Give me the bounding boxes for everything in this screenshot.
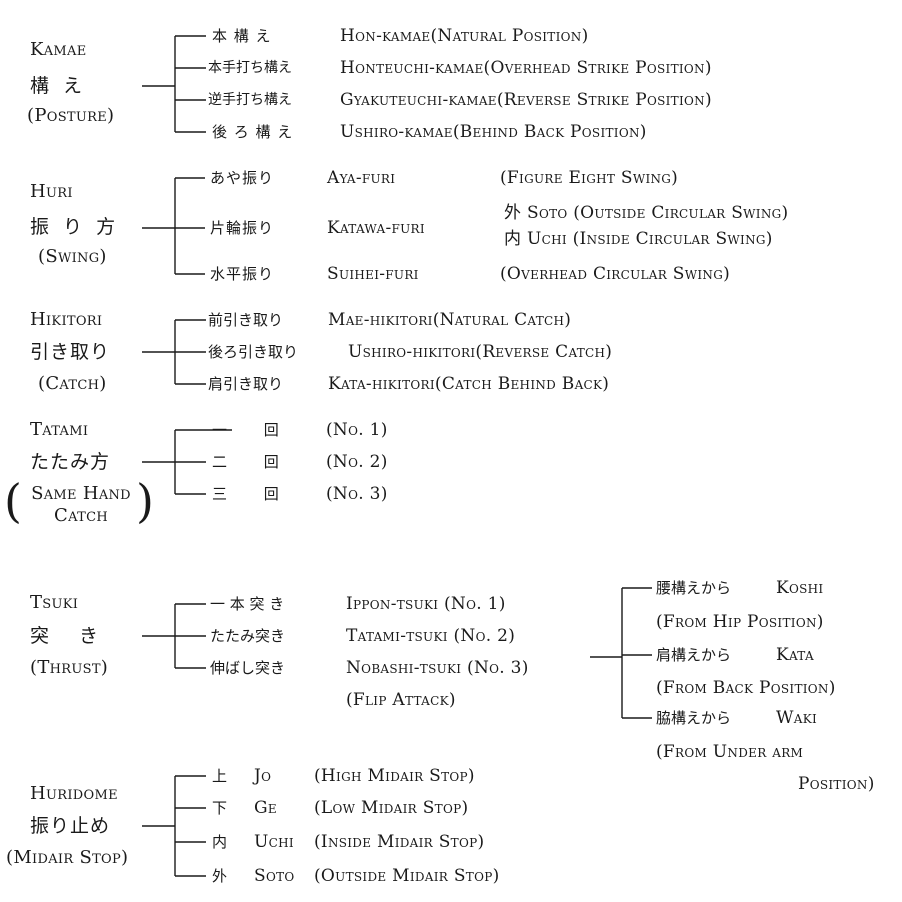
hikitori-item-2-ja: 後ろ引き取り: [208, 343, 299, 361]
tatami-item-1-en: (No. 1): [326, 420, 388, 440]
tsuki-item-3-ja: 伸ばし突き: [210, 659, 286, 677]
tsuki-sub-1-desc: (From Hip Position): [656, 612, 824, 632]
huri-title-ja: 振 り 方: [30, 216, 120, 238]
huridome-item-2-desc: (Low Midair Stop): [314, 798, 469, 818]
tsuki-sub-3-desc-1: (From Under arm: [656, 742, 804, 762]
hikitori-item-3-ja: 肩引き取り: [208, 375, 284, 393]
huri-title: Huri: [30, 181, 73, 202]
kamae-item-2-ja: 本手打ち構え: [208, 60, 292, 76]
hikitori-item-3-en: Kata-hikitori(Catch Behind Back): [328, 374, 610, 394]
kamae-subtitle: (Posture): [27, 105, 115, 126]
huri-item-3-ja: 水平振り: [210, 265, 275, 283]
huridome-item-4-desc: (Outside Midair Stop): [314, 866, 500, 886]
huridome-item-3-ja: 内: [212, 833, 229, 851]
tatami-item-3-en: (No. 3): [326, 484, 388, 504]
huri-item-1-ja: あや振り: [210, 169, 275, 187]
kamae-item-3-en: Gyakuteuchi-kamae(Reverse Strike Positio…: [340, 90, 712, 110]
huri-item-2-desc-uchi: 内 Uchi (Inside Circular Swing): [504, 229, 773, 249]
tsuki-item-1-ja: 一 本 突 き: [210, 595, 285, 613]
huridome-title: Huridome: [30, 783, 118, 804]
tsuki-sub-3-desc-2: Position): [798, 774, 875, 794]
huri-item-2-ja: 片輪振り: [210, 219, 275, 237]
hikitori-item-1-ja: 前引き取り: [208, 311, 284, 329]
tatami-subtitle-2: Catch: [54, 505, 108, 526]
kamae-item-4-en: Ushiro-kamae(Behind Back Position): [340, 122, 647, 142]
tsuki-sub-3-en: Waki: [776, 708, 818, 728]
huridome-item-2-en: Ge: [254, 798, 277, 818]
tatami-item-3-ja: 三 回: [212, 485, 280, 503]
huridome-title-ja: 振り止め: [30, 815, 111, 837]
kamae-title: Kamae: [30, 39, 87, 60]
tsuki-item-2-en: Tatami-tsuki (No. 2): [346, 626, 516, 646]
tatami-paren-close: ): [136, 474, 154, 528]
tatami-item-2-en: (No. 2): [326, 452, 388, 472]
hikitori-item-1-en: Mae-hikitori(Natural Catch): [328, 310, 572, 330]
hikitori-title-ja: 引き取り: [30, 341, 111, 363]
tsuki-subtitle: (Thrust): [30, 657, 109, 678]
huri-item-3-en: Suihei-furi: [327, 264, 419, 284]
tatami-paren-open: (: [4, 474, 22, 528]
tatami-item-1-ja: 一 回: [212, 421, 280, 439]
tsuki-item-2-ja: たたみ突き: [210, 627, 286, 645]
tatami-title-ja: たたみ方: [30, 451, 111, 473]
tsuki-sub-1-ja: 腰構えから: [656, 579, 732, 597]
tsuki-title-ja: 突 き: [30, 625, 111, 647]
tsuki-item-3-desc: (Flip Attack): [346, 690, 456, 710]
huridome-item-3-en: Uchi: [254, 832, 294, 852]
huridome-item-1-desc: (High Midair Stop): [314, 766, 475, 786]
huridome-item-1-ja: 上: [212, 767, 229, 785]
huridome-subtitle: (Midair Stop): [6, 847, 129, 868]
kamae-title-ja: 構 え: [30, 75, 87, 97]
tsuki-sub-3-ja: 脇構えから: [656, 709, 732, 727]
kamae-item-4-ja: 後 ろ 構 え: [212, 123, 294, 141]
huridome-item-4-ja: 外: [212, 867, 229, 885]
huri-item-2-en: Katawa-furi: [327, 218, 425, 238]
tsuki-sub-2-ja: 肩構えから: [656, 646, 732, 664]
tsuki-sub-1-en: Koshi: [776, 578, 824, 598]
huri-item-1-desc: (Figure Eight Swing): [500, 168, 679, 188]
hikitori-item-2-en: Ushiro-hikitori(Reverse Catch): [348, 342, 613, 362]
huridome-item-2-ja: 下: [212, 799, 229, 817]
kamae-item-1-en: Hon-kamae(Natural Position): [340, 26, 589, 46]
kamae-item-2-en: Honteuchi-kamae(Overhead Strike Position…: [340, 58, 712, 78]
huri-item-1-en: Aya-furi: [327, 168, 396, 188]
tatami-subtitle-1: Same Hand: [31, 483, 131, 504]
huridome-item-3-desc: (Inside Midair Stop): [314, 832, 485, 852]
huri-subtitle: (Swing): [38, 246, 107, 267]
tsuki-item-3-en: Nobashi-tsuki (No. 3): [346, 658, 529, 678]
tatami-item-2-ja: 二 回: [212, 453, 280, 471]
tsuki-item-1-en: Ippon-tsuki (No. 1): [346, 594, 506, 614]
hikitori-subtitle: (Catch): [38, 373, 107, 394]
tsuki-sub-2-en: Kata: [776, 645, 814, 665]
kamae-item-1-ja: 本 構 え: [212, 27, 272, 45]
hikitori-title: Hikitori: [30, 309, 103, 330]
huri-item-3-desc: (Overhead Circular Swing): [500, 264, 731, 284]
kamae-item-3-ja: 逆手打ち構え: [208, 92, 292, 108]
tsuki-sub-2-desc: (From Back Position): [656, 678, 836, 698]
huridome-item-1-en: Jo: [254, 766, 272, 786]
tatami-title: Tatami: [30, 419, 89, 440]
tsuki-title: Tsuki: [30, 592, 79, 613]
huri-item-2-desc-soto: 外 Soto (Outside Circular Swing): [504, 203, 789, 223]
huridome-item-4-en: Soto: [254, 866, 295, 886]
